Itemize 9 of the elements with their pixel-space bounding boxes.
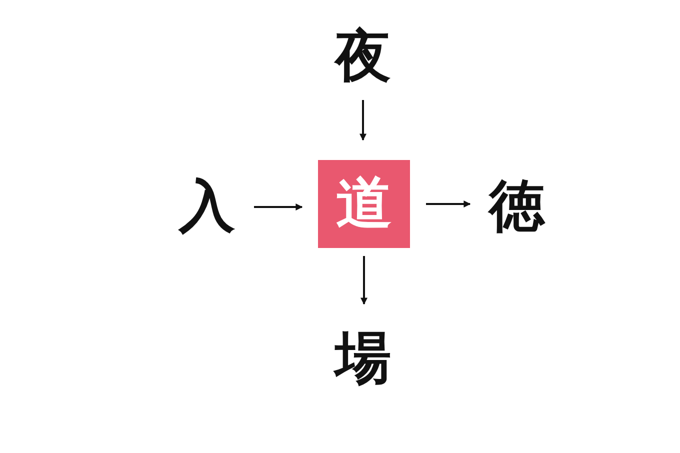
arrow: [426, 200, 471, 208]
kanji-character: 入: [179, 179, 235, 235]
arrow: [360, 100, 366, 141]
kanji-character: 徳: [489, 179, 545, 235]
arrow: [254, 204, 303, 210]
arrow: [360, 256, 368, 305]
highlighted-kanji-box: [318, 160, 410, 248]
kanji-character: 場: [335, 331, 391, 387]
kanji-character: 道: [336, 176, 392, 232]
